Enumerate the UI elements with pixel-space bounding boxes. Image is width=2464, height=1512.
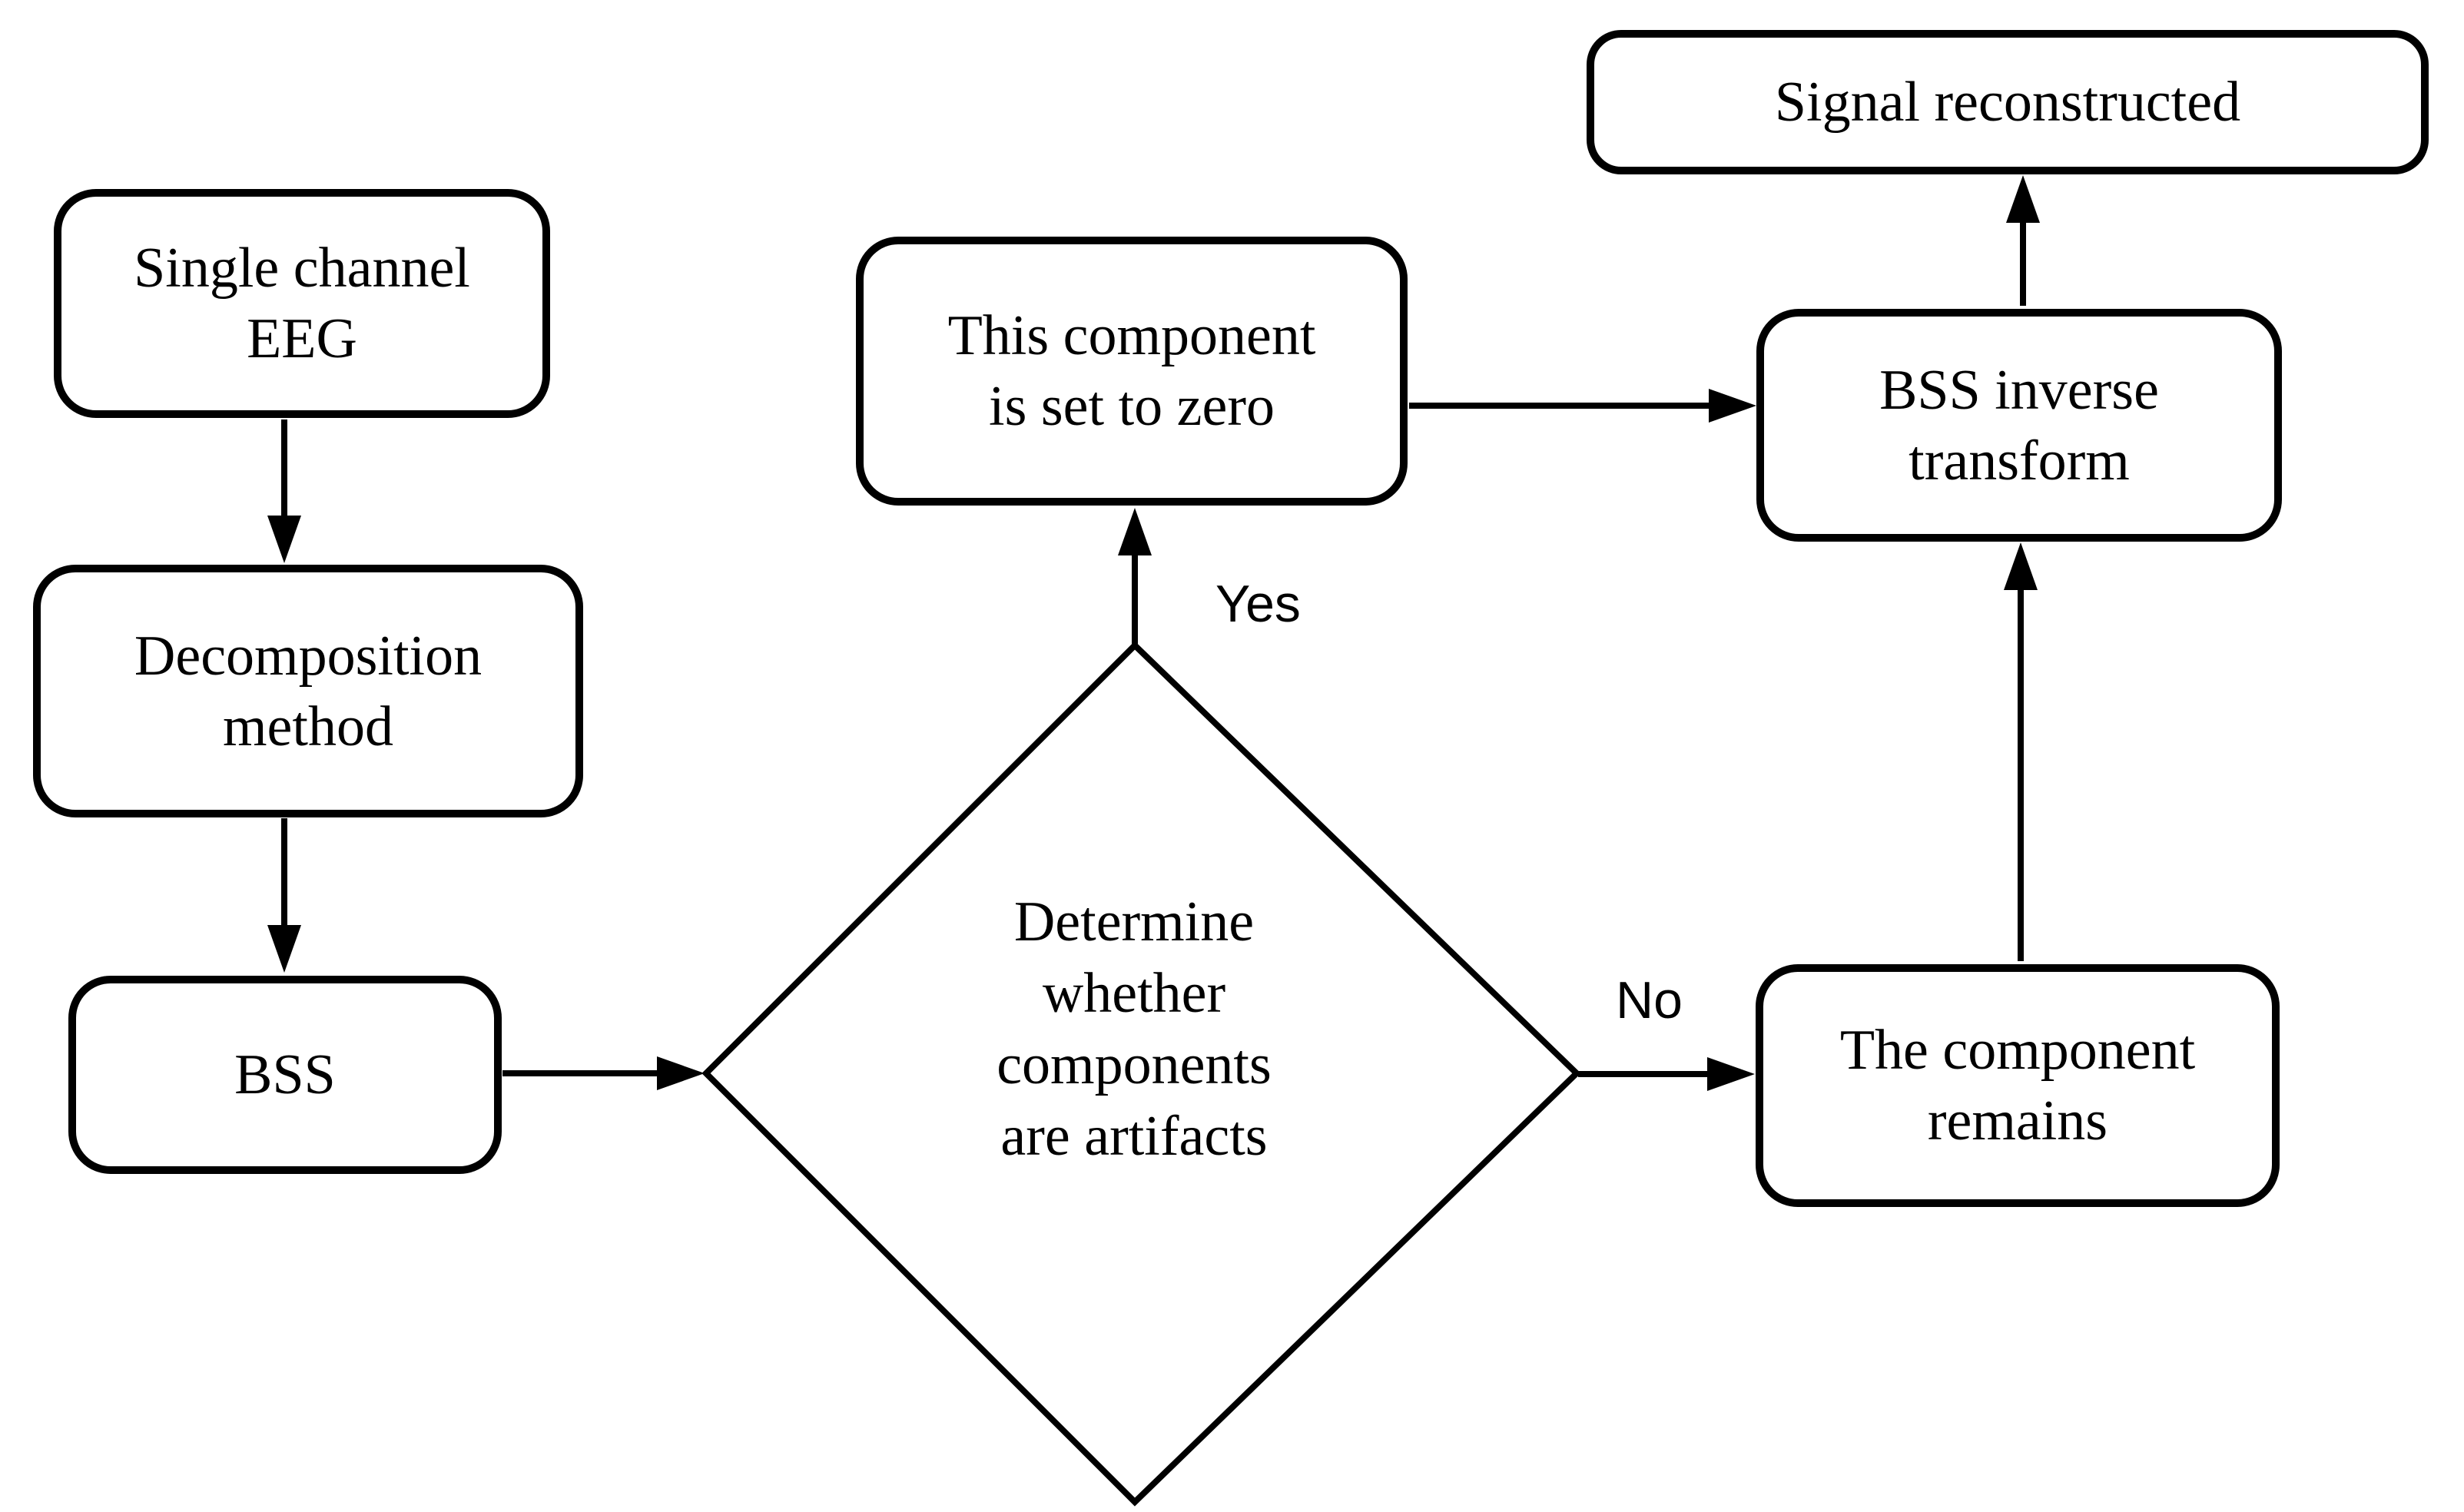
node-component-remains: The component remains <box>1756 964 2280 1207</box>
decomposition-method-label: Decomposition method <box>134 624 483 758</box>
component-remains-label: The component remains <box>1839 1019 2196 1152</box>
node-bss-inverse-transform: BSS inverse transform <box>1756 309 2282 542</box>
signal-reconstructed-label: Signal reconstructed <box>1774 71 2241 134</box>
edge-label-no: No <box>1616 971 1683 1030</box>
arrow-single-channel-to-decomposition <box>267 419 301 563</box>
arrow-bss-inverse-to-signal-reconstructed <box>2006 175 2040 306</box>
decision-diamond-shape <box>701 641 1581 1507</box>
node-decomposition-method: Decomposition method <box>33 565 583 817</box>
arrow-decision-yes-to-set-to-zero <box>1118 508 1152 644</box>
decision-label: Determine whether components are artifac… <box>997 890 1272 1168</box>
arrow-bss-to-decision <box>502 1056 705 1090</box>
bss-inverse-transform-label: BSS inverse transform <box>1879 358 2159 492</box>
node-bss: BSS <box>68 976 502 1174</box>
arrow-decision-no-to-component-remains <box>1578 1057 1755 1091</box>
edge-label-yes: Yes <box>1215 575 1301 633</box>
single-channel-eeg-label: Single channel EEG <box>134 237 470 370</box>
arrow-decomposition-to-bss <box>267 818 301 973</box>
node-single-channel-eeg: Single channel EEG <box>54 189 550 418</box>
arrow-component-remains-to-bss-inverse <box>2004 542 2038 961</box>
arrow-set-to-zero-to-bss-inverse <box>1409 389 1756 423</box>
set-to-zero-label: This component is set to zero <box>947 304 1316 438</box>
node-set-to-zero: This component is set to zero <box>856 237 1408 506</box>
bss-label: BSS <box>234 1043 336 1106</box>
node-signal-reconstructed: Signal reconstructed <box>1587 30 2429 174</box>
